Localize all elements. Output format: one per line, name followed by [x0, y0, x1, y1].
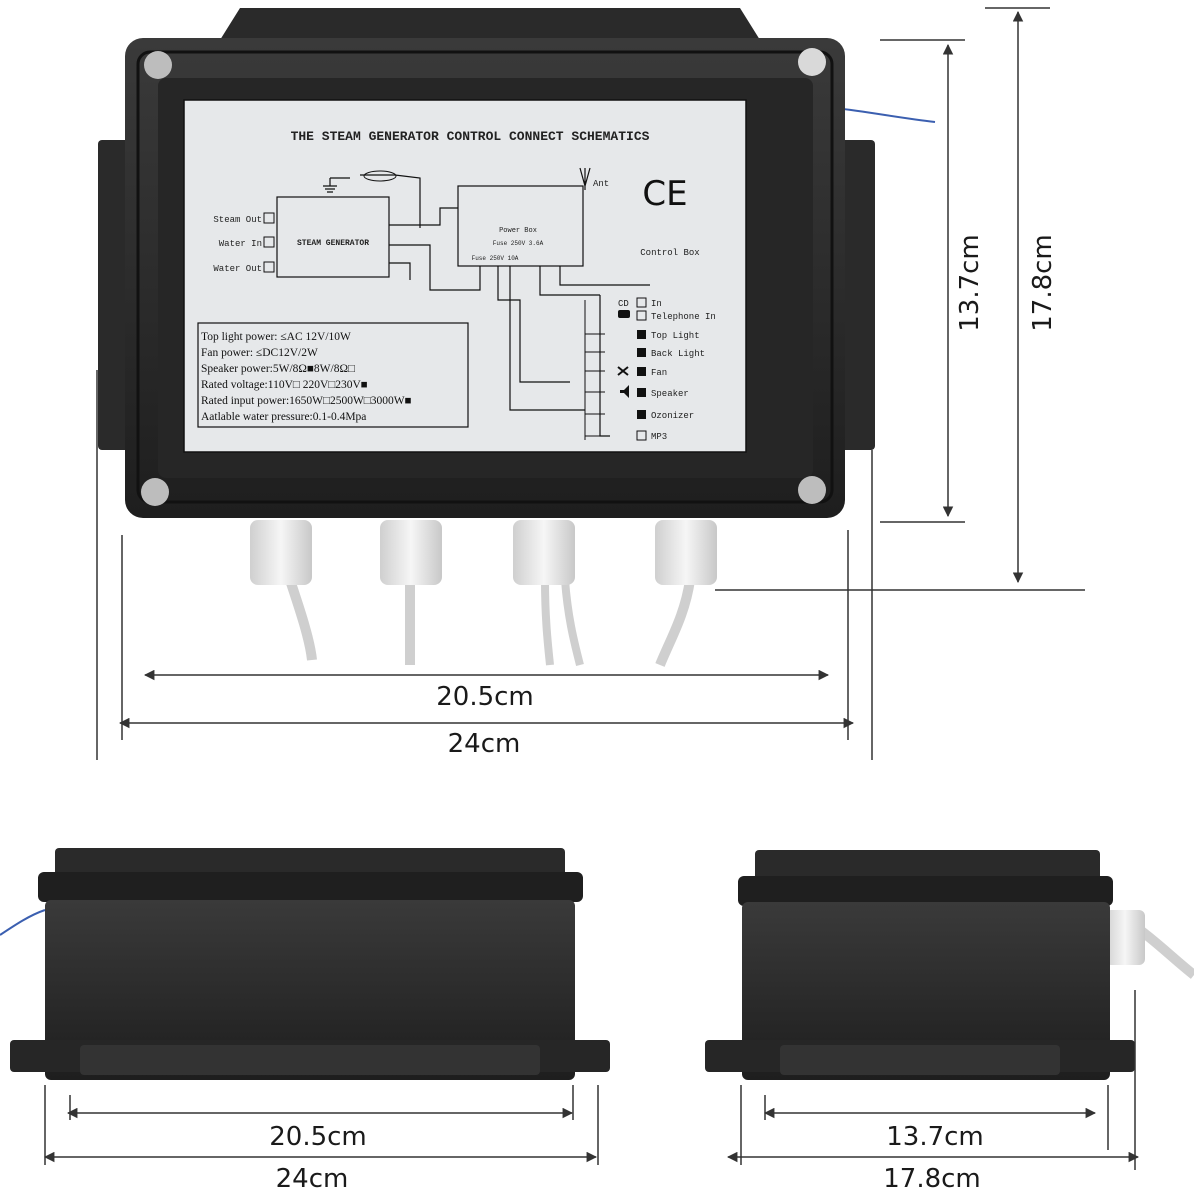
antenna-label: Ant	[593, 179, 609, 189]
antenna-icon	[579, 167, 591, 190]
power-box-label: Power Box	[499, 227, 537, 235]
output-back-light: Back Light	[651, 349, 705, 359]
dim-front-height-inner: 13.7cm	[955, 234, 985, 332]
dim-front-height-outer: 17.8cm	[1028, 234, 1058, 332]
dim-side-a-inner: 20.5cm	[269, 1122, 367, 1152]
output-speaker: Speaker	[651, 389, 689, 399]
spec-line: Top light power: ≤AC 12V/10W	[201, 331, 351, 343]
speaker-icon	[620, 385, 629, 398]
telephone-icon	[618, 310, 630, 318]
fuse-label: Fuse 250V 3.6A	[493, 240, 544, 247]
spec-line: Speaker power:5W/8Ω■8W/8Ω□	[201, 363, 355, 375]
front-dimensions	[96, 7, 1085, 760]
dim-side-b-outer: 17.8cm	[883, 1164, 981, 1194]
output-top-light: Top Light	[651, 331, 700, 341]
ce-mark: CE	[642, 174, 687, 214]
front-view-enclosure: THE STEAM GENERATOR CONTROL CONNECT SCHE…	[98, 8, 936, 667]
side-b-dimensions	[726, 990, 1140, 1170]
port-label: Water Out	[213, 264, 262, 274]
spec-line: Aatlable water pressure:0.1-0.4Mpa	[201, 411, 366, 423]
port-label: Water In	[219, 239, 262, 249]
output-cd: CD	[618, 299, 629, 309]
output-ozonizer: Ozonizer	[651, 411, 694, 421]
ground-icon	[323, 178, 337, 193]
spec-line: Fan power: ≤DC12V/2W	[201, 347, 318, 359]
dim-side-a-outer: 24cm	[276, 1164, 349, 1194]
port-label: Steam Out	[213, 215, 262, 225]
dim-side-b-inner: 13.7cm	[886, 1122, 984, 1152]
cable-gland	[250, 520, 717, 585]
output-in: In	[651, 299, 662, 309]
output-mp3: MP3	[651, 432, 667, 442]
output-fan: Fan	[651, 368, 667, 378]
side-a-dimensions	[43, 1085, 599, 1165]
control-box-label: Control Box	[640, 248, 699, 258]
fuse-label: Fuse 250V 10A	[472, 255, 519, 262]
dim-front-width-outer: 24cm	[448, 729, 521, 759]
side-view-long	[0, 848, 610, 1080]
label-title: THE STEAM GENERATOR CONTROL CONNECT SCHE…	[291, 129, 650, 144]
side-view-short	[705, 850, 1194, 1080]
schematic-label: THE STEAM GENERATOR CONTROL CONNECT SCHE…	[183, 99, 747, 453]
steam-generator-label: STEAM GENERATOR	[297, 239, 369, 248]
spec-line: Rated input power:1650W□2500W□3000W■	[201, 395, 412, 407]
dim-front-width-inner: 20.5cm	[436, 682, 534, 712]
spec-line: Rated voltage:110V□ 220V□230V■	[201, 379, 368, 391]
fan-icon	[617, 366, 629, 376]
output-telephone: Telephone In	[651, 312, 716, 322]
